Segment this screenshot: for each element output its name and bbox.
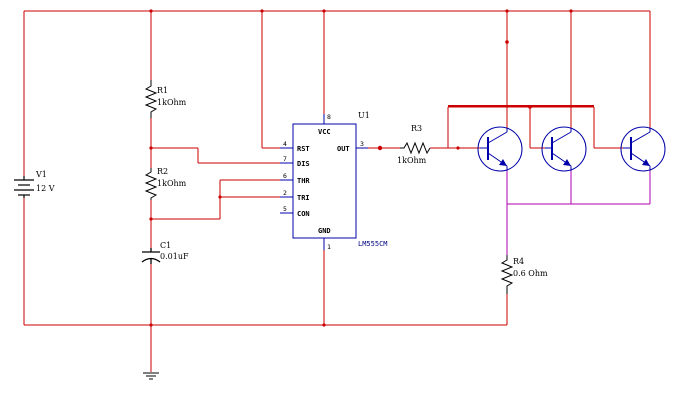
r1-name: R1 [157,86,168,95]
pin-label-dis: DIS [297,160,310,168]
r2-name: R2 [157,167,168,176]
transistor-q3 [620,126,666,172]
ic-u1: VCC RST DIS THR TRI CON OUT GND 8 4 7 6 … [280,113,368,251]
junction-dots [149,9,573,327]
pin-number-thr: 6 [283,172,287,180]
red-wires [23,10,651,372]
r2-value: 1kOhm [157,179,187,188]
r3-name: R3 [411,124,422,133]
c1-name: C1 [160,241,171,250]
resistor-r4-symbol [500,255,514,294]
u1-part: LM555CM [358,240,388,248]
pin-number-tri: 2 [283,189,287,197]
resistor-r3-symbol [400,141,431,155]
pin-number-con: 5 [283,205,287,213]
pin-number-rst: 4 [283,140,287,148]
pin-label-con: CON [297,210,310,218]
u1-name: U1 [358,111,370,120]
transistor-q2 [541,126,587,172]
pin-number-vcc: 8 [327,113,331,121]
v1-name: V1 [35,170,47,179]
emitter-wires [506,170,651,255]
ic-u1-pin-stubs [280,114,368,250]
pin-number-out: 3 [360,140,364,148]
pin-number-dis: 7 [283,155,287,163]
r1-value: 1kOhm [157,98,187,107]
r4-value: 0.6 Ohm [513,269,548,278]
capacitor-c1-symbol [141,248,161,264]
resistor-r2-symbol [144,168,158,200]
pin-label-rst: RST [297,145,310,153]
resistor-r1-symbol [144,80,158,118]
v1-value: 12 V [36,184,55,193]
c1-value: 0.01uF [160,252,189,261]
battery-v1 [14,176,34,198]
pin-number-gnd: 1 [327,243,331,251]
pin-label-gnd: GND [318,227,331,235]
pin-label-thr: THR [297,177,310,185]
r4-name: R4 [513,257,524,266]
transistor-q1 [477,126,523,172]
pin-label-tri: TRI [297,194,310,202]
r3-value: 1kOhm [397,156,427,165]
pin-label-out: OUT [337,145,350,153]
ground-symbol [143,372,159,380]
pin-label-vcc: VCC [318,128,331,136]
